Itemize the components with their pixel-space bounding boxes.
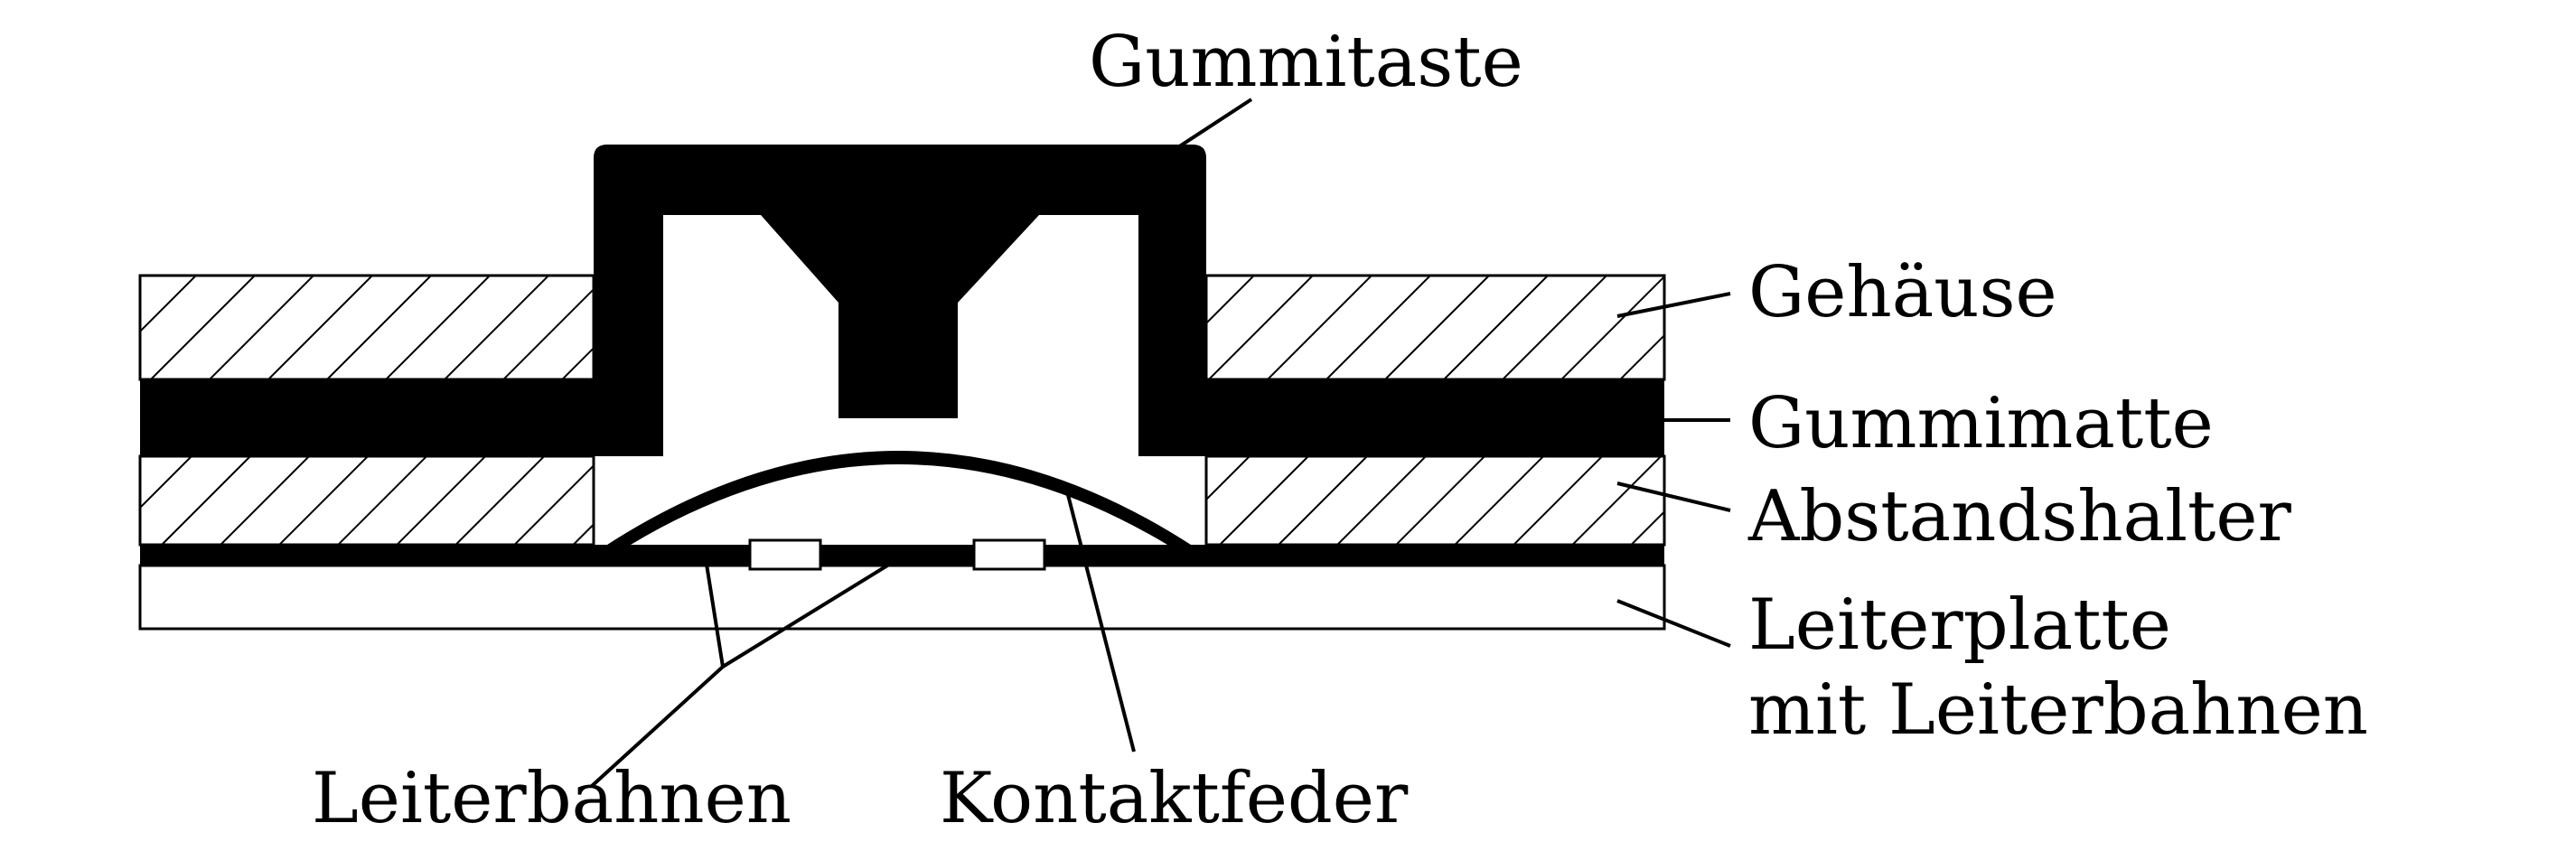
label-spring: Kontaktfeder <box>940 758 1409 839</box>
label-key: Gummitaste <box>1089 22 1523 103</box>
spacer-right <box>1204 454 1666 547</box>
housing-right <box>1204 274 1666 381</box>
housing-left <box>138 274 595 381</box>
label-spacer: Abstandshalter <box>1747 476 2292 557</box>
leader-spring <box>1064 487 1136 753</box>
contact-spring <box>607 451 1191 545</box>
key-plunger <box>761 215 1039 418</box>
label-mat: Gummimatte <box>1748 383 2214 464</box>
spacer-left <box>138 454 595 547</box>
label-traces: Leiterbahnen <box>312 758 792 839</box>
leader-key <box>1132 98 1253 178</box>
label-pcb-line1: Leiterplatte <box>1748 584 2171 666</box>
leader-spacer <box>1616 482 1731 512</box>
leader-pcb <box>1616 599 1731 648</box>
contact-pad-right <box>972 538 1046 571</box>
leader-housing <box>1616 292 1731 318</box>
contact-pad-left <box>748 538 822 571</box>
label-pcb-line2: mit Leiterbahnen <box>1748 669 2368 751</box>
rubber-mat-and-key <box>140 145 1664 456</box>
circuit-board <box>138 564 1666 631</box>
label-housing: Gehäuse <box>1748 252 2057 333</box>
leader-traces-2 <box>721 554 905 669</box>
